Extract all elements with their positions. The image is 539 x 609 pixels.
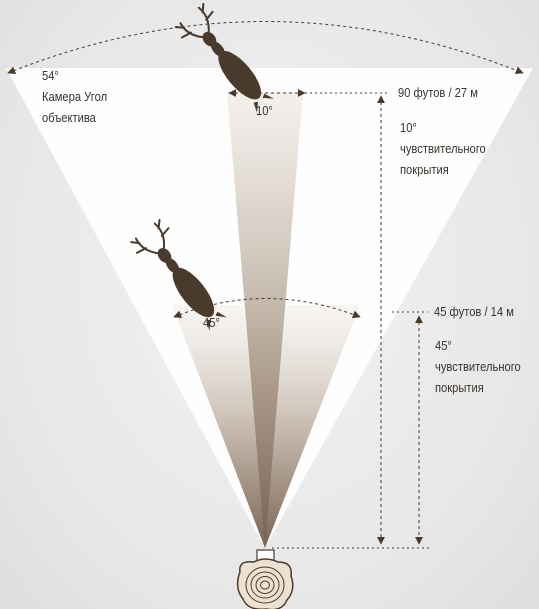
near-angle-label: 45°	[203, 312, 220, 333]
near-coverage-line2: покрытия	[435, 377, 484, 398]
camera-angle-arc	[8, 22, 523, 74]
near-coverage-degrees: 45°	[435, 335, 452, 356]
camera-angle-label-line2: объектива	[42, 107, 96, 128]
far-coverage-line1: чувствительного	[400, 138, 486, 159]
camera-on-tree-icon	[238, 550, 293, 609]
near-coverage-line1: чувствительного	[435, 356, 521, 377]
far-angle-label: 10°	[256, 100, 273, 121]
camera-angle-degrees: 54°	[42, 65, 59, 86]
near-distance-label: 45 футов / 14 м	[434, 301, 514, 322]
far-coverage-degrees: 10°	[400, 117, 417, 138]
far-distance-label: 90 футов / 27 м	[398, 82, 478, 103]
camera-angle-label-line1: Камера Угол	[42, 86, 107, 107]
far-coverage-line2: покрытия	[400, 159, 449, 180]
